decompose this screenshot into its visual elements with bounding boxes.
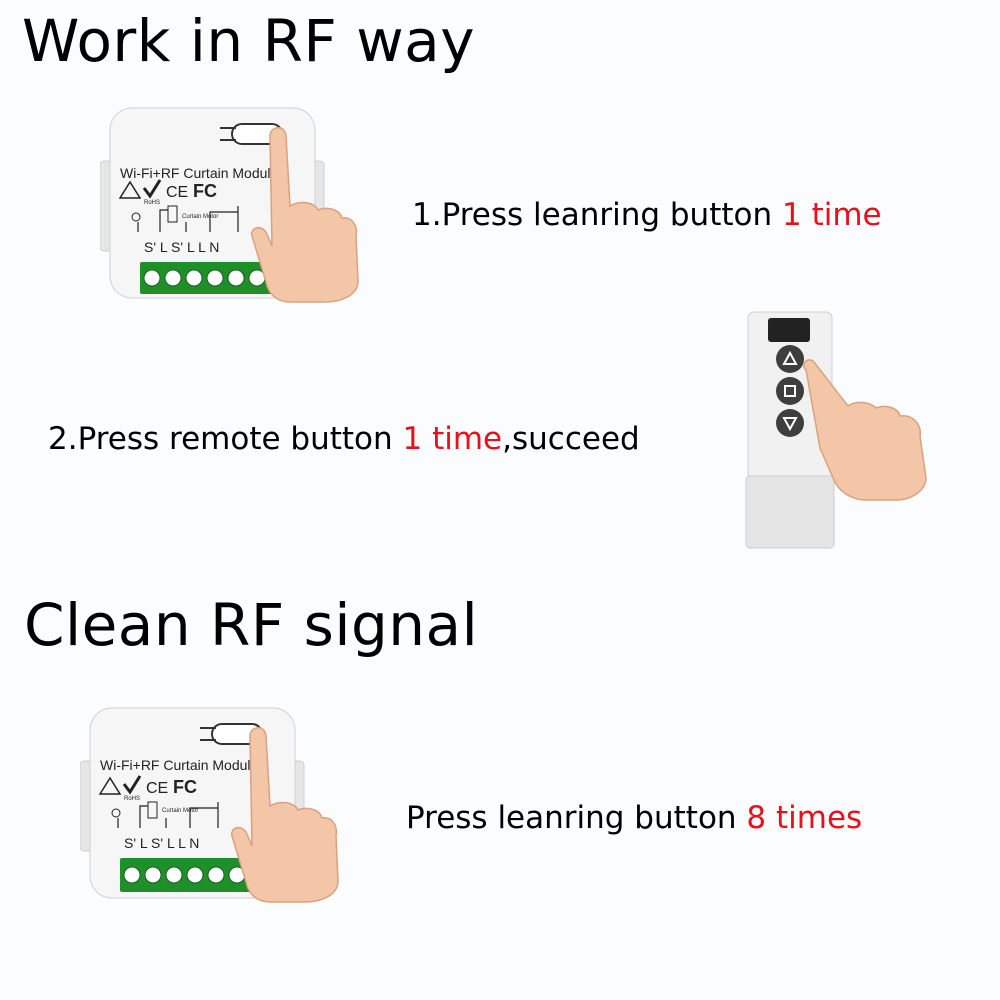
step-3-highlight: 8 times <box>746 800 863 836</box>
svg-text:S' L S' L L N: S' L S' L L N <box>144 239 219 255</box>
fcc-mark: FC <box>173 777 197 797</box>
section2-title: Clean RF signal <box>24 591 479 659</box>
ce-mark: CE <box>166 184 188 201</box>
module-label: Wi-Fi+RF Curtain Module <box>100 757 259 773</box>
pointing-hand-icon <box>251 127 359 303</box>
up-arrow-icon <box>776 345 804 373</box>
rohs-mark: RoHS <box>144 200 160 206</box>
step-1-highlight: 1 time <box>782 197 882 233</box>
down-arrow-icon <box>776 409 804 437</box>
pointing-hand-icon <box>231 727 339 903</box>
step-2-highlight: 1 time <box>402 421 503 457</box>
rohs-mark: RoHS <box>124 796 140 802</box>
pointing-hand-icon <box>803 359 927 501</box>
fcc-mark: FC <box>193 181 217 201</box>
module-label: Wi-Fi+RF Curtain Module <box>120 165 279 181</box>
rf-remote-image <box>745 311 927 549</box>
step-1-text: 1.Press leanring button 1 time <box>412 197 882 233</box>
diagram-label: Curtain Motor <box>182 214 218 220</box>
curtain-module-image-1: Wi-Fi+RF Curtain Module RoHS CE FC Curta… <box>100 107 359 303</box>
step-2-text: 2.Press remote button 1 time,succeed <box>48 421 640 457</box>
curtain-module-image-2: Wi-Fi+RF Curtain Module RoHS CE FC Curta… <box>80 707 339 903</box>
stop-square-icon <box>776 377 804 405</box>
ce-mark: CE <box>146 780 168 797</box>
step-3-text: Press leanring button 8 times <box>406 800 863 836</box>
svg-text:S' L S' L L N: S' L S' L L N <box>124 835 199 851</box>
diagram-label: Curtain Motor <box>162 808 198 814</box>
section1-title: Work in RF way <box>22 7 476 75</box>
